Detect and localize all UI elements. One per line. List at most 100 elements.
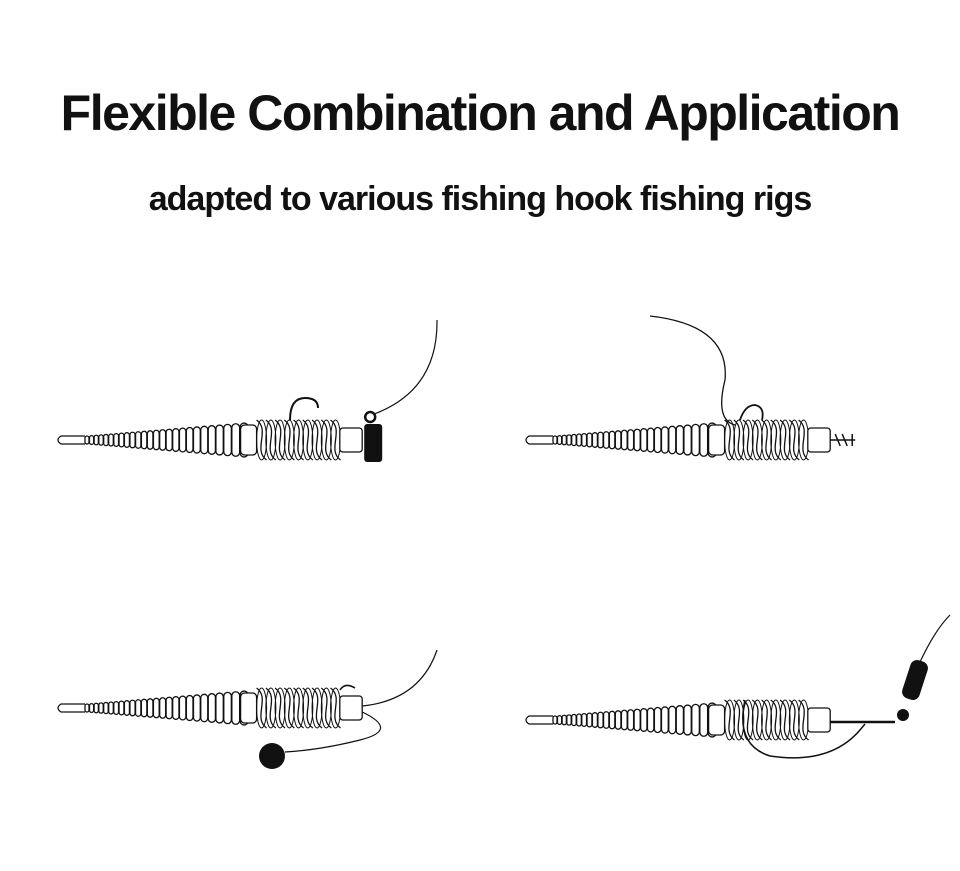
drop-shot-weight [259,743,285,769]
worm-rib [123,700,131,716]
bead-stopper [830,433,856,447]
worm-rib [556,714,563,726]
worm-rib [602,431,610,449]
worm-rib [571,433,577,447]
worm-rib [597,431,604,449]
worm-rib [668,705,677,735]
worm-rib [591,432,599,448]
worm-rib [633,428,641,452]
worm-rib [591,712,599,728]
worm-tail-tip [525,715,553,725]
worm-collar [707,704,726,736]
worm-rib [699,423,709,457]
worm-rib [192,694,201,722]
worm-rib [140,698,148,718]
worm-rib [556,434,563,446]
spring-coil-loop [302,687,314,729]
worm-rib [103,701,109,715]
worm-rib [586,432,593,448]
worm-rib [172,696,180,720]
worm-rib [683,424,692,456]
worm-rib [159,697,167,719]
spring-coil-loop [265,687,277,729]
spring-coil-loop [302,419,314,461]
worm-rib [93,702,100,714]
spring-coil-loop [320,687,332,729]
worm-rib [98,702,104,714]
worm-head [339,695,363,721]
worm-rib [215,692,224,724]
worm-rib [165,696,173,720]
worm-rib [172,428,180,452]
worm-rib [576,433,582,447]
spring-coil-loop [311,419,323,461]
jig-head-rig [57,319,438,462]
worm-rib [152,697,160,719]
worm-rib [159,429,167,451]
worm-rib [653,706,662,734]
worm-rib [178,695,187,721]
worm-collar [239,692,258,724]
worm-rib [646,427,655,453]
worm-rib [581,712,588,728]
worm-rib [123,432,131,448]
worm-rib [185,694,194,722]
worm-rib [552,435,558,445]
swivel-bead [897,709,909,721]
worm-rib [93,434,100,446]
hook-shank [742,699,866,759]
worm-rib [231,691,241,725]
worm-rib [200,693,209,723]
worm-rib [88,702,95,714]
texas-rig [525,315,856,461]
spring-coil-loop [779,419,791,461]
hook-icon [739,404,764,421]
worm-rib [185,426,194,454]
worm-rib [113,432,120,448]
spring-coil-loop [779,699,791,741]
worm-head [807,427,831,453]
spring-coil-loop [788,419,800,461]
spring-coil-loop [733,699,745,741]
spring-coil-loop [751,699,763,741]
fishing-line [649,315,736,426]
spring-coil-loop [256,419,268,461]
worm-rib [178,427,187,453]
worm-rib [146,430,154,450]
page-title: Flexible Combination and Application [60,85,901,141]
fishing-line [919,614,951,663]
worm-head [339,427,363,453]
fishing-line [284,649,438,753]
spring-coil-loop [311,687,323,729]
worm-rib [88,434,95,446]
worm-rib [691,423,701,457]
worm-rib [98,434,104,446]
spring-coil-loop [274,419,286,461]
spring-coil-loop [733,419,745,461]
worm-rib [223,423,233,457]
spring-coil-loop [320,419,332,461]
fishing-line [373,319,438,415]
worm-rib [192,426,201,454]
weighted-hook-rig [525,614,951,759]
worm-rib [134,699,142,717]
spring-coil-loop [788,699,800,741]
worm-rib [223,691,233,725]
spring-coil-loop [770,419,782,461]
spring-coil-loop [724,419,736,461]
worm-rib [581,432,588,448]
worm-rib [200,425,209,455]
spring-coil-loop [770,699,782,741]
worm-collar [239,424,258,456]
worm-rib [207,425,217,455]
worm-rib [552,715,558,725]
worm-tail-tip [525,435,553,445]
worm-rib [84,703,90,713]
worm-rib [231,423,241,457]
hook-icon [289,396,319,421]
spring-coil-loop [256,687,268,729]
worm-rib [586,712,593,728]
worm-rib [627,709,635,731]
spring-coil-loop [265,419,277,461]
